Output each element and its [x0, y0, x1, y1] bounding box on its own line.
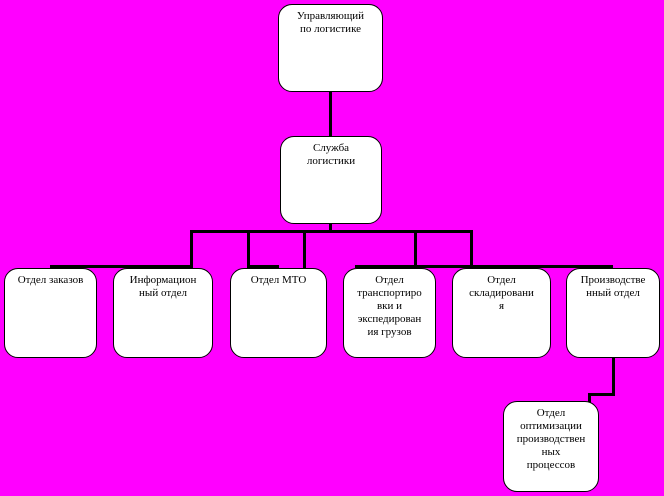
connector-drop-1: [190, 230, 193, 268]
org-node-label: Информацион ный отдел: [129, 274, 197, 299]
org-node-label: Отдел оптимизации производствен ных проц…: [516, 407, 586, 471]
connector-drop-5: [470, 230, 473, 268]
connector-bus-rail: [190, 230, 473, 233]
org-node-label: Служба логистики: [306, 142, 356, 167]
connector-drop-2: [247, 230, 250, 268]
org-node-n6[interactable]: Отдел транспортиро вки и экспедирован ия…: [343, 268, 436, 358]
org-node-n7[interactable]: Отдел складировани я: [452, 268, 551, 358]
connector-bus-stub: [329, 224, 332, 232]
org-node-label: Отдел транспортиро вки и экспедирован ия…: [357, 274, 422, 338]
org-node-n4[interactable]: Информацион ный отдел: [113, 268, 213, 358]
org-node-n5[interactable]: Отдел МТО: [230, 268, 327, 358]
connector-rail-left-arm: [50, 265, 193, 268]
connector-rail-right-arm: [470, 265, 613, 268]
connector-elbow-down: [612, 358, 615, 396]
org-node-label: Отдел МТО: [250, 274, 307, 286]
connector-trunk-top: [329, 92, 332, 136]
org-node-n2[interactable]: Служба логистики: [280, 136, 382, 224]
org-node-label: Управляющий по логистике: [296, 10, 365, 35]
org-node-n3[interactable]: Отдел заказов: [4, 268, 97, 358]
org-node-label: Отдел складировани я: [469, 274, 534, 312]
connector-elbow-across: [588, 393, 615, 396]
connector-drop-4: [414, 230, 417, 268]
org-node-n1[interactable]: Управляющий по логистике: [278, 4, 383, 92]
org-node-n9[interactable]: Отдел оптимизации производствен ных проц…: [503, 401, 599, 492]
connector-rail-mid-arm-2: [355, 265, 473, 268]
connector-rail-mid-arm-1: [247, 265, 279, 268]
org-node-label: Отдел заказов: [17, 274, 84, 286]
org-node-label: Производстве нный отдел: [580, 274, 646, 299]
org-node-n8[interactable]: Производстве нный отдел: [566, 268, 660, 358]
connector-drop-3: [303, 230, 306, 268]
